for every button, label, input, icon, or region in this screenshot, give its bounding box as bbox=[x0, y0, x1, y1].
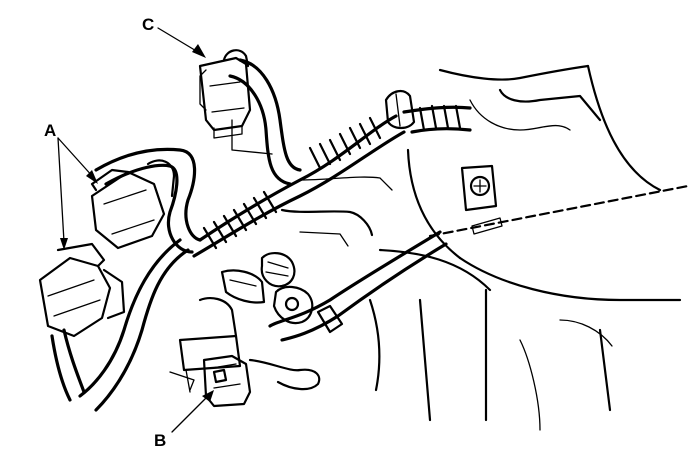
callout-arrows bbox=[57, 27, 214, 433]
callout-label-c: C bbox=[142, 15, 154, 34]
callout-label-b: B bbox=[154, 431, 166, 450]
connector-a-lower bbox=[38, 242, 126, 338]
connector-a-upper bbox=[90, 159, 176, 250]
connector-c bbox=[198, 49, 252, 139]
engine-bay-outline bbox=[169, 64, 688, 431]
harness-clip bbox=[384, 90, 416, 130]
harness-cable bbox=[50, 58, 472, 412]
callout-label-a: A bbox=[44, 121, 56, 140]
ground-cable bbox=[220, 230, 448, 342]
